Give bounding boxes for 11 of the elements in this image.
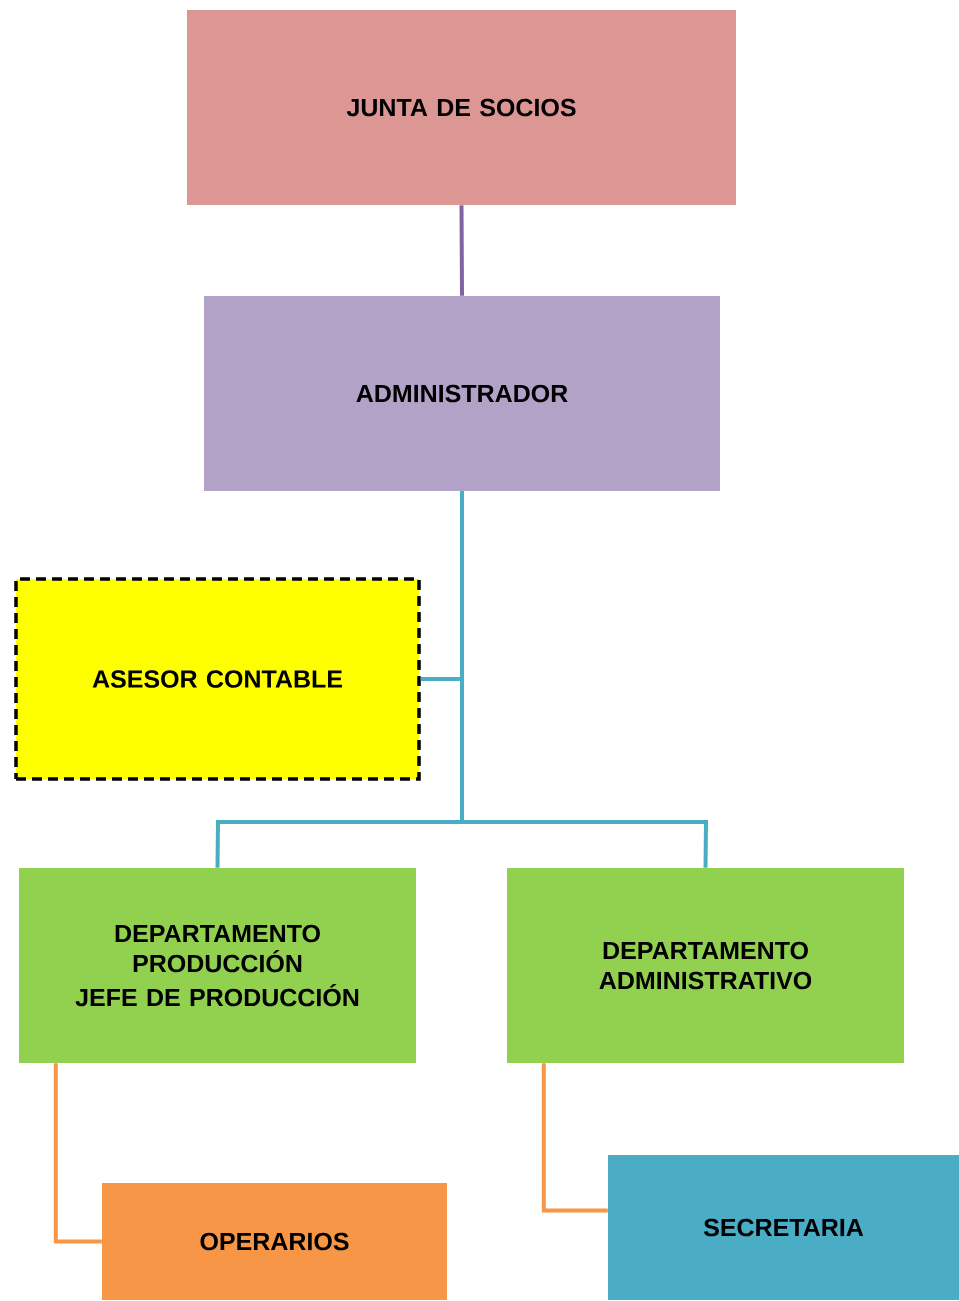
org-box: DEPARTAMENTO PRODUCCIÓN JEFE DE PRODUCCIÓN — [19, 868, 416, 1063]
connector — [541, 1063, 608, 1213]
org-box: JUNTA DE SOCIOS — [187, 10, 736, 205]
connector — [459, 205, 464, 296]
org-box: OPERARIOS — [102, 1183, 447, 1300]
connector — [53, 1063, 102, 1244]
org-box: DEPARTAMENTO ADMINISTRATIVO — [507, 868, 904, 1063]
dashed-box: ASESOR CONTABLE — [14, 577, 421, 781]
connector — [460, 491, 709, 868]
org-box: SECRETARIA — [608, 1155, 959, 1300]
org-box: ADMINISTRADOR — [204, 296, 720, 491]
